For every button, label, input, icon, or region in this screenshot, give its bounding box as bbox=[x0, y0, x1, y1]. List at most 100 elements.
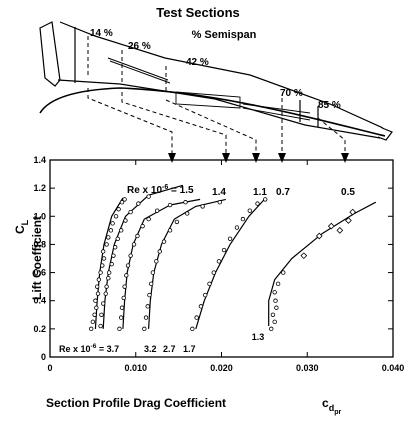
y-symbol-main: C bbox=[13, 225, 27, 234]
data-point bbox=[94, 305, 99, 310]
data-point bbox=[113, 214, 119, 219]
y-axis-label: Lift Coefficient bbox=[30, 216, 44, 300]
data-point bbox=[131, 242, 137, 247]
data-point bbox=[104, 284, 109, 289]
y-tick-label-zero: 0 bbox=[41, 352, 46, 362]
data-point bbox=[111, 253, 116, 258]
wing-trailing-edge bbox=[57, 79, 381, 139]
wing-tip bbox=[377, 127, 393, 141]
re-top-prefix: Re x 10 bbox=[127, 185, 162, 196]
data-point bbox=[109, 261, 114, 267]
wing-planform bbox=[39, 21, 393, 141]
data-point bbox=[349, 208, 357, 216]
data-point bbox=[99, 312, 104, 317]
data-point bbox=[117, 326, 122, 332]
data-point bbox=[122, 284, 127, 289]
data-point bbox=[103, 291, 108, 296]
data-point bbox=[95, 291, 101, 296]
re-label-1-4: 1.4 bbox=[212, 187, 226, 198]
data-point bbox=[184, 211, 190, 216]
arrow-70 bbox=[278, 153, 286, 163]
data-point bbox=[98, 270, 103, 275]
x-symbol-sub: d bbox=[329, 403, 335, 413]
data-point bbox=[183, 200, 188, 205]
re-annotation-bottom: Re x 10-6 = 3.7 bbox=[59, 343, 119, 354]
station-label-14: 14 % bbox=[90, 28, 113, 39]
data-point bbox=[96, 277, 102, 282]
data-point bbox=[272, 290, 277, 295]
data-point bbox=[190, 326, 195, 332]
station-label-42: 42 % bbox=[186, 57, 209, 68]
arrow-26 bbox=[222, 153, 230, 163]
data-point bbox=[157, 249, 162, 254]
data-point bbox=[93, 298, 98, 303]
re-label-2-7: 2.7 bbox=[163, 344, 176, 354]
data-point bbox=[108, 228, 114, 233]
series-4 bbox=[142, 198, 226, 332]
re-top-exponent: -6 bbox=[162, 184, 168, 191]
data-point bbox=[101, 256, 107, 261]
re-bottom-exponent: -6 bbox=[91, 343, 97, 350]
data-point bbox=[147, 292, 152, 298]
data-point bbox=[167, 202, 173, 208]
data-point bbox=[116, 207, 121, 212]
re-label-1-1: 1.1 bbox=[253, 187, 267, 198]
figure-title: Test Sections bbox=[156, 5, 240, 20]
fuselage-contour bbox=[39, 87, 386, 137]
data-point bbox=[269, 326, 274, 332]
data-point bbox=[106, 235, 111, 240]
data-point bbox=[124, 273, 129, 278]
data-point bbox=[142, 326, 147, 332]
data-point bbox=[100, 249, 106, 254]
data-point bbox=[118, 228, 124, 233]
re-label-0-5: 0.5 bbox=[341, 187, 355, 198]
re-label-0-7: 0.7 bbox=[276, 187, 290, 198]
re-annotation-top: Re x 10-6 = 1.5 bbox=[127, 184, 194, 196]
data-point bbox=[247, 208, 252, 213]
data-point bbox=[100, 263, 105, 268]
x-tick-label: 0.010 bbox=[124, 363, 147, 373]
station-arrows bbox=[168, 153, 349, 163]
data-point bbox=[106, 276, 111, 281]
series-curve bbox=[122, 198, 201, 329]
data-point bbox=[122, 197, 127, 202]
series-curve bbox=[268, 201, 377, 326]
data-point bbox=[216, 259, 222, 264]
data-point bbox=[281, 270, 286, 275]
data-point bbox=[135, 233, 140, 239]
data-point bbox=[221, 247, 227, 253]
y-tick-label: 0.4 bbox=[33, 296, 46, 306]
re-label-1-7: 1.7 bbox=[183, 344, 196, 354]
data-point bbox=[272, 319, 277, 325]
x-tick-label-zero: 0 bbox=[47, 363, 52, 373]
re-label-3-2: 3.2 bbox=[144, 344, 157, 354]
data-point bbox=[154, 208, 160, 213]
data-point bbox=[315, 232, 323, 240]
x-axis-symbol: cdpr bbox=[322, 396, 341, 416]
re-label-1-3: 1.3 bbox=[252, 332, 265, 342]
data-point bbox=[273, 298, 278, 303]
data-point bbox=[94, 284, 100, 289]
data-point bbox=[119, 305, 125, 310]
x-tick-label: 0.020 bbox=[210, 363, 233, 373]
re-bottom-suffix: = 3.7 bbox=[96, 344, 119, 354]
series-3 bbox=[117, 198, 201, 332]
data-point bbox=[234, 225, 240, 230]
x-axis-label: Section Profile Drag Coefficient bbox=[46, 396, 226, 410]
data-point bbox=[207, 281, 212, 287]
station-leaders bbox=[87, 36, 346, 155]
series-curve bbox=[148, 198, 226, 329]
data-point bbox=[125, 263, 131, 268]
y-tick-label: 1.4 bbox=[33, 155, 46, 165]
data-point bbox=[150, 270, 156, 275]
y-tick-label: 1.2 bbox=[33, 183, 46, 193]
y-tick-label: 1.0 bbox=[33, 211, 46, 221]
data-point bbox=[345, 217, 352, 224]
data-point bbox=[336, 226, 344, 234]
series-1 bbox=[88, 197, 127, 332]
station-label-70: 70 % bbox=[280, 88, 303, 99]
flap-track bbox=[107, 57, 171, 84]
data-point bbox=[146, 216, 151, 222]
